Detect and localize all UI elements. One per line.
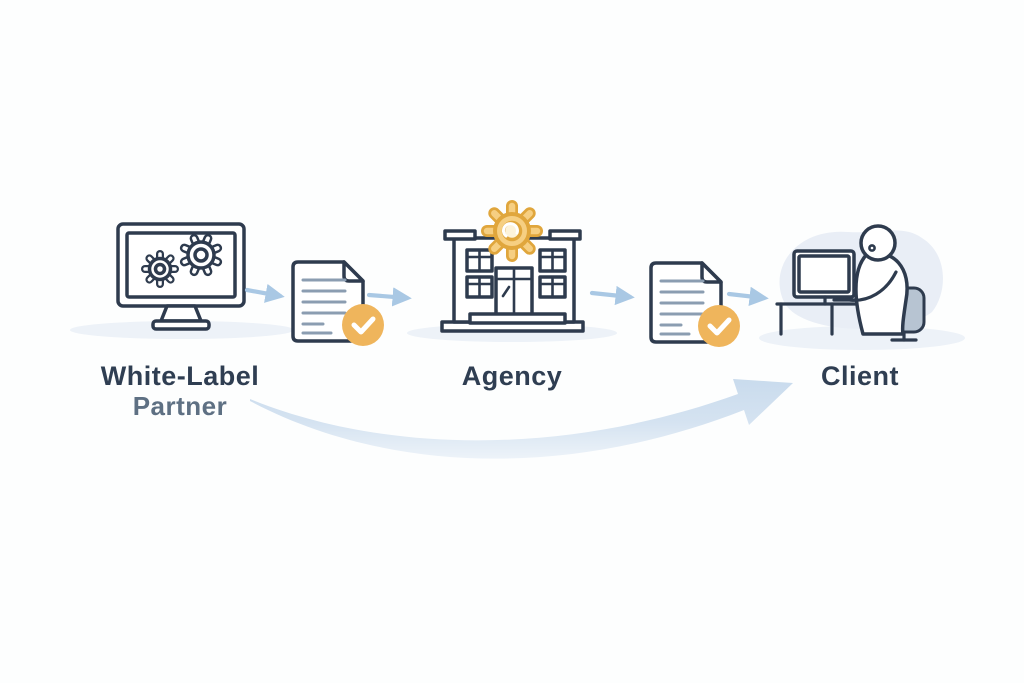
document-text-lines — [301, 278, 347, 335]
person-ear — [868, 244, 876, 252]
building-gear-icon — [440, 200, 585, 333]
partner-to-client-curved-arrow-icon — [250, 379, 793, 459]
client-label: Client — [821, 361, 899, 391]
document-check-icon — [291, 260, 384, 346]
building-step — [468, 312, 567, 325]
building-windows — [465, 248, 567, 299]
check-icon — [707, 317, 732, 336]
monitor-gears-icon — [116, 222, 246, 331]
partner-label-line-1: White-Label — [101, 361, 260, 391]
agency-label: Agency — [462, 361, 563, 391]
check-badge-icon — [342, 304, 384, 346]
gold-gear-icon — [481, 200, 543, 262]
monitor-stand — [159, 304, 203, 323]
gear-icon — [141, 250, 179, 288]
person-torso — [854, 251, 909, 336]
arrow-partner-to-document-icon — [244, 283, 285, 303]
document-text-lines — [659, 279, 705, 336]
document-check-icon — [649, 261, 740, 347]
person-head — [859, 224, 897, 262]
check-badge-icon — [698, 305, 740, 347]
gear-hub — [193, 247, 209, 263]
person-icon — [832, 224, 909, 336]
document-fold — [342, 260, 365, 283]
arrow-agency-to-document-icon — [589, 285, 635, 306]
document-fold — [700, 261, 723, 284]
building-roof-cap-left — [443, 229, 477, 241]
partner-label-line-2: Partner — [133, 391, 228, 421]
monitor-base — [151, 319, 211, 331]
gear-hub — [153, 262, 167, 276]
building-roof-cap-right — [548, 229, 582, 241]
gear-highlight — [501, 222, 519, 238]
client-monitor-icon — [792, 249, 856, 306]
arrow-document-to-agency-icon — [366, 287, 412, 307]
arrow-document-to-client-icon — [726, 286, 769, 306]
person-at-computer-icon — [775, 224, 943, 342]
node-agency: Agency — [440, 200, 585, 391]
check-icon — [351, 316, 376, 335]
gear-icon — [179, 233, 223, 277]
node-client: Client — [775, 224, 943, 391]
node-white-label-partner: White-Label Partner — [101, 222, 260, 421]
